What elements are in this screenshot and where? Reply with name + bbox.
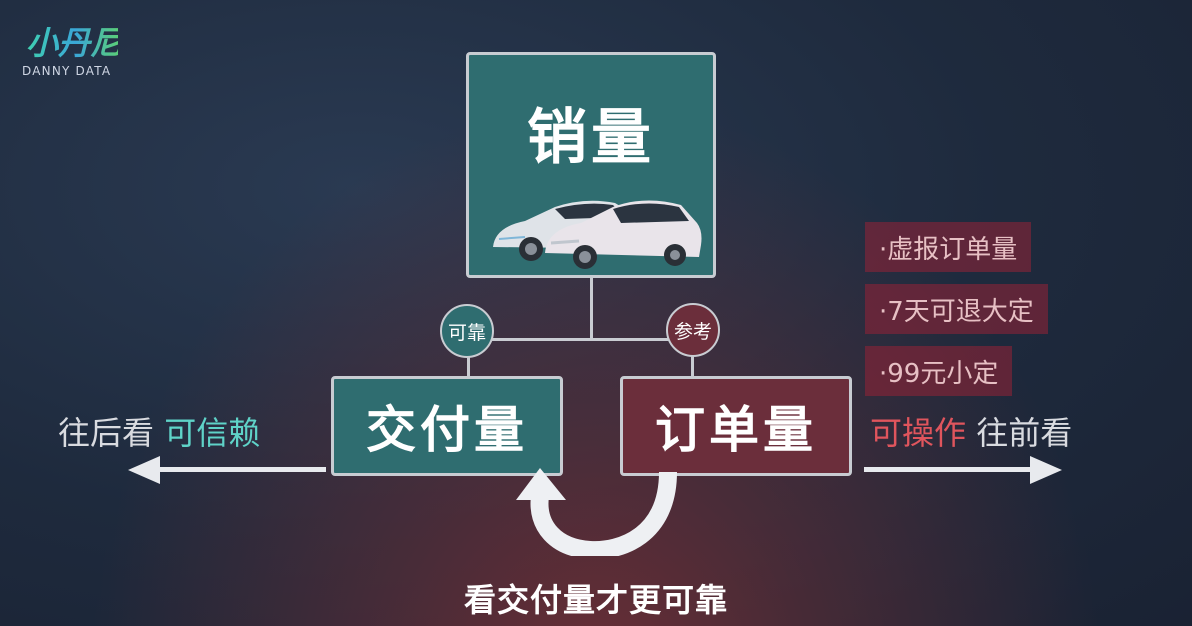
reliable-badge: 可靠	[440, 304, 494, 358]
tag-inflated-orders: ·虚报订单量	[865, 222, 1032, 272]
reference-badge: 参考	[666, 303, 720, 357]
conclusion-caption: 看交付量才更可靠	[463, 581, 728, 619]
logo-brand-text: DANNY DATA	[22, 64, 112, 78]
logo-mark-text: 小丹尼	[26, 24, 118, 60]
manipulable-highlight: 可操作	[870, 414, 967, 452]
sales-volume-title: 销量	[527, 103, 655, 173]
connector-top-vertical	[590, 278, 593, 340]
look-ahead-suffix: 往前看	[976, 414, 1073, 452]
sales-volume-box: 销量	[466, 52, 716, 278]
look-back-text: 往后看 可信赖	[58, 408, 260, 454]
right-arrow-icon	[864, 456, 1062, 484]
tag-small-deposit: ·99元小定	[865, 346, 1013, 396]
trustworthy-highlight: 可信赖	[164, 414, 261, 452]
car-icon	[493, 200, 702, 269]
connector-horizontal	[467, 338, 693, 341]
tag-refundable-deposit: ·7天可退大定	[865, 284, 1048, 334]
order-volume-box: 订单量	[620, 376, 852, 476]
delivery-volume-box: 交付量	[331, 376, 563, 476]
logo-icon: 小丹尼	[26, 24, 118, 60]
curved-return-arrow-icon	[516, 468, 677, 556]
connector-right-drop	[691, 338, 694, 376]
look-back-prefix: 往后看	[58, 414, 155, 452]
left-arrow-icon	[128, 456, 326, 484]
look-ahead-text: 可操作 往前看	[870, 408, 1072, 454]
